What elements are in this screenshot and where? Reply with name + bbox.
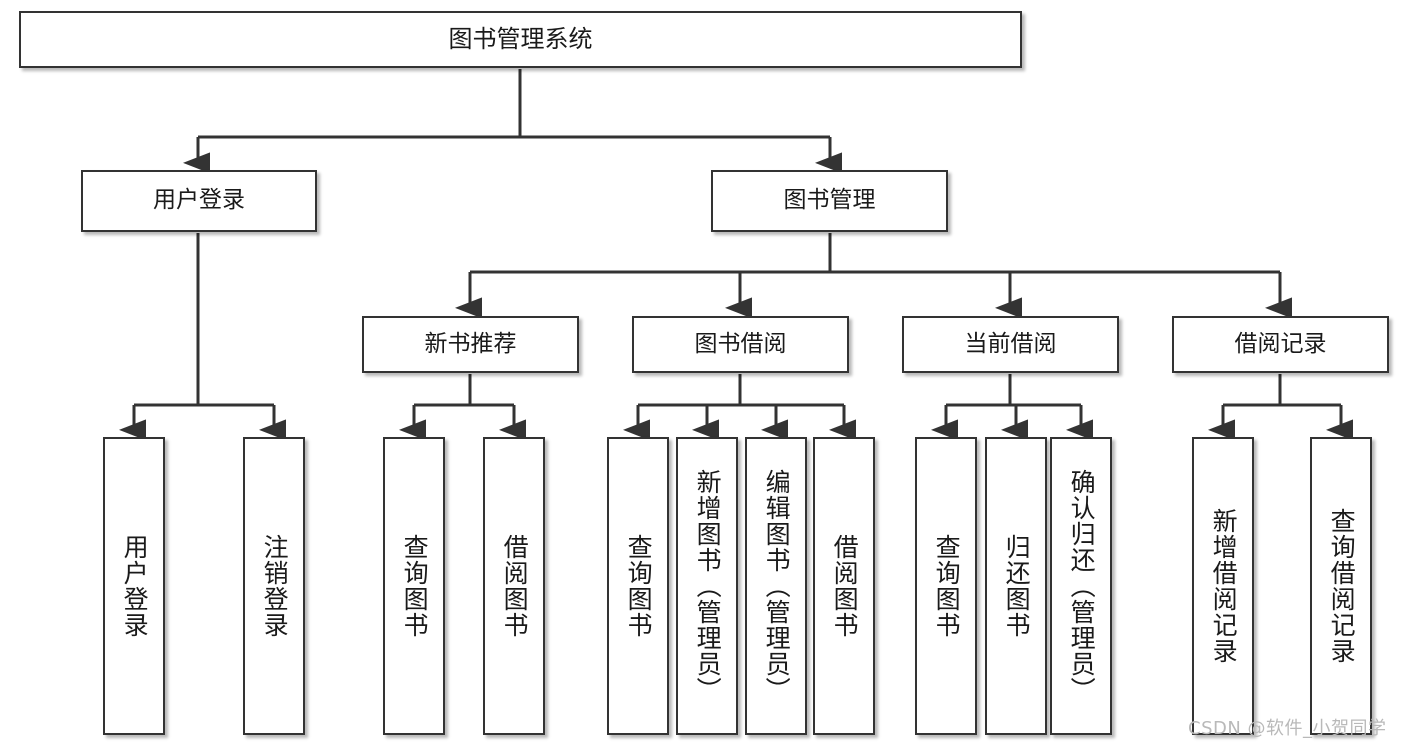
node-label: 查询图书: [400, 534, 430, 638]
leaf-new-book-borrow[interactable]: 借阅图书: [483, 437, 545, 735]
node-user-login[interactable]: 用户登录: [81, 170, 317, 232]
leaf-book-borrow-query[interactable]: 查询图书: [607, 437, 669, 735]
node-new-book-recommend[interactable]: 新书推荐: [362, 316, 579, 373]
node-root-book-management-system[interactable]: 图书管理系统: [19, 11, 1022, 68]
node-borrow-record[interactable]: 借阅记录: [1172, 316, 1389, 373]
node-label: 新增借阅记录: [1209, 508, 1239, 664]
node-label: 编辑图书（管理员）: [762, 469, 792, 703]
leaf-user-login-signin[interactable]: 用户登录: [103, 437, 165, 735]
node-current-borrow[interactable]: 当前借阅: [902, 316, 1119, 373]
node-label: 查询借阅记录: [1327, 508, 1357, 664]
node-label: 确认归还（管理员）: [1067, 469, 1097, 703]
node-label: 借阅图书: [830, 534, 860, 638]
node-label: 新书推荐: [424, 330, 517, 357]
leaf-new-book-query[interactable]: 查询图书: [383, 437, 445, 735]
node-book-borrow[interactable]: 图书借阅: [632, 316, 849, 373]
node-label: 注销登录: [260, 534, 290, 638]
leaf-current-borrow-return[interactable]: 归还图书: [985, 437, 1047, 735]
leaf-book-borrow-add-admin[interactable]: 新增图书（管理员）: [676, 437, 738, 735]
node-label: 图书管理系统: [448, 25, 593, 54]
leaf-borrow-record-add[interactable]: 新增借阅记录: [1192, 437, 1254, 735]
leaf-current-borrow-confirm-return-admin[interactable]: 确认归还（管理员）: [1050, 437, 1112, 735]
node-label: 归还图书: [1002, 534, 1032, 638]
node-book-management[interactable]: 图书管理: [711, 170, 948, 232]
node-label: 用户登录: [120, 534, 150, 638]
leaf-user-login-logout[interactable]: 注销登录: [243, 437, 305, 735]
node-label: 借阅图书: [500, 534, 530, 638]
leaf-book-borrow-edit-admin[interactable]: 编辑图书（管理员）: [745, 437, 807, 735]
node-label: 新增图书（管理员）: [693, 469, 723, 703]
leaf-current-borrow-query[interactable]: 查询图书: [915, 437, 977, 735]
node-label: 查询图书: [624, 534, 654, 638]
node-label: 查询图书: [932, 534, 962, 638]
leaf-borrow-record-query[interactable]: 查询借阅记录: [1310, 437, 1372, 735]
node-label: 用户登录: [153, 187, 245, 214]
node-label: 当前借阅: [964, 330, 1057, 357]
node-label: 借阅记录: [1234, 330, 1327, 357]
leaf-book-borrow-borrow[interactable]: 借阅图书: [813, 437, 875, 735]
node-label: 图书管理: [783, 187, 876, 214]
node-label: 图书借阅: [694, 330, 787, 357]
csdn-watermark: CSDN @软件_小贺同学: [1188, 718, 1387, 739]
